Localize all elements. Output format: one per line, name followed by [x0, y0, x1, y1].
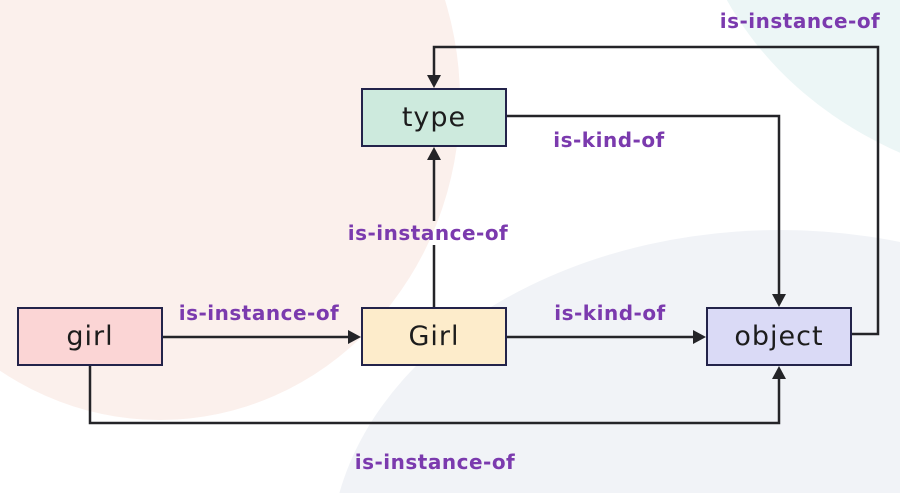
node-girl-label: girl — [66, 321, 114, 352]
edge-label-object-is-instance-of-type: is-instance-of — [719, 9, 881, 33]
node-Girl-class-label: Girl — [408, 321, 460, 352]
node-Girl-class: Girl — [361, 307, 507, 366]
edge-label-type-is-kind-of-object: is-kind-of — [553, 128, 665, 152]
edge-girl-to-Girl-arrowhead — [348, 330, 361, 344]
edge-object-to-type-line — [432, 45, 880, 336]
edge-label-girl-is-instance-of-object: is-instance-of — [354, 450, 516, 474]
edge-girl-to-object-line — [88, 366, 781, 425]
edge-type-to-object-arrowhead — [772, 294, 786, 307]
edge-label-Girl-is-kind-of-object: is-kind-of — [554, 301, 666, 325]
edge-girl-to-object-arrowhead — [772, 366, 786, 379]
node-girl: girl — [17, 307, 163, 366]
edge-label-girl-is-instance-of-Girl: is-instance-of — [178, 301, 340, 325]
edge-object-to-type-arrowhead — [427, 75, 441, 88]
node-type: type — [361, 88, 507, 147]
edge-Girl-to-object-arrowhead — [693, 330, 706, 344]
node-object: object — [706, 307, 852, 366]
edge-Girl-to-type-arrowhead — [427, 147, 441, 160]
edge-type-to-object-line — [507, 114, 781, 295]
node-object-label: object — [734, 321, 824, 352]
node-type-label: type — [401, 102, 467, 133]
edge-label-Girl-is-instance-of-type: is-instance-of — [347, 221, 509, 245]
